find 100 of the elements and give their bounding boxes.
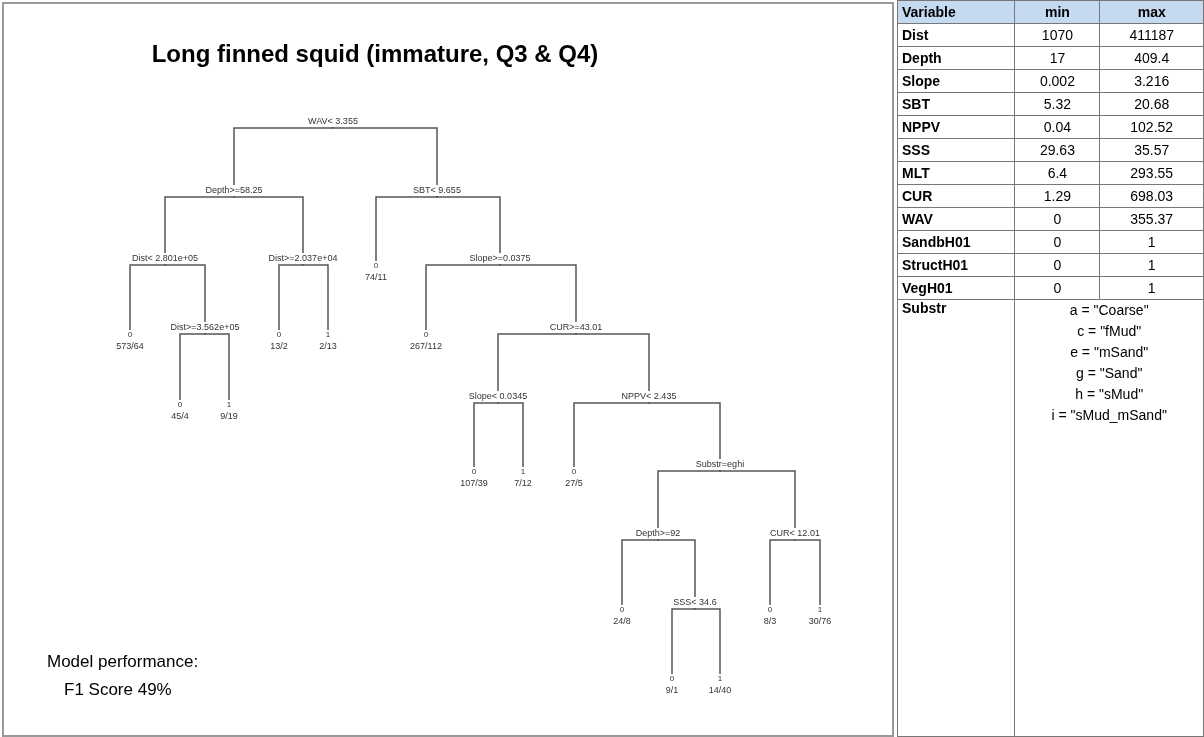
table-cell: 0 <box>1014 207 1100 231</box>
tree-branch <box>575 332 650 392</box>
header-cell: max <box>1099 0 1204 24</box>
table-cell: 1070 <box>1014 23 1100 47</box>
leaf-count: 7/12 <box>514 477 532 489</box>
leaf-count: 107/39 <box>460 477 488 489</box>
table-cell: Slope <box>897 69 1015 93</box>
table-cell: StructH01 <box>897 253 1015 277</box>
tree-branch <box>657 469 721 529</box>
tree-branch <box>769 538 796 606</box>
code-definition: c = "fMud" <box>1077 322 1142 341</box>
table-cell: 6.4 <box>1014 161 1100 185</box>
code-definition: g = "Sand" <box>1076 364 1143 383</box>
tree-branch <box>499 263 577 323</box>
split-label: Dist>=2.037e+04 <box>268 253 338 264</box>
tree-branch <box>497 332 577 392</box>
table-cell: 1.29 <box>1014 184 1100 208</box>
tree-branch <box>233 195 304 254</box>
tree-branch <box>497 401 524 468</box>
split-label: Depth>=58.25 <box>205 185 263 196</box>
leaf-count: 8/3 <box>763 615 777 627</box>
tree-branch <box>671 607 696 675</box>
leaf-count: 24/8 <box>613 615 631 627</box>
split-label: WAV< 3.355 <box>308 116 358 127</box>
table-cell: 698.03 <box>1099 184 1204 208</box>
split-label: Slope< 0.0345 <box>468 391 528 402</box>
header-cell: Variable <box>897 0 1015 24</box>
class-label: 0 <box>373 261 379 271</box>
table-cell: Depth <box>897 46 1015 70</box>
leaf-count: 74/11 <box>365 271 387 283</box>
tree-branch <box>375 195 438 262</box>
tree-branch <box>573 401 650 468</box>
table-cell: SSS <box>897 138 1015 162</box>
leaf-count: 267/112 <box>410 340 442 352</box>
class-label: 0 <box>276 330 282 340</box>
leaf-count: 9/1 <box>665 684 679 696</box>
table-cell: 20.68 <box>1099 92 1204 116</box>
table-cell: 293.55 <box>1099 161 1204 185</box>
leaf-count: 45/4 <box>171 410 189 422</box>
table-cell: 29.63 <box>1014 138 1100 162</box>
class-label: 0 <box>127 330 133 340</box>
table-cell: VegH01 <box>897 276 1015 300</box>
table-cell: 17 <box>1014 46 1100 70</box>
tree-branch <box>129 263 166 331</box>
class-label: 1 <box>325 330 331 340</box>
tree-branch <box>332 126 438 186</box>
tree-branch <box>473 401 499 468</box>
split-label: Dist>=3.562e+05 <box>170 322 240 333</box>
split-label: Dist< 2.801e+05 <box>131 253 199 264</box>
table-cell: 409.4 <box>1099 46 1204 70</box>
leaf-count: 2/13 <box>319 340 337 352</box>
table-cell: NPPV <box>897 115 1015 139</box>
class-label: 1 <box>817 605 823 615</box>
tree-branch <box>204 332 230 401</box>
class-label: 1 <box>226 400 232 410</box>
table-cell: SandbH01 <box>897 230 1015 254</box>
tree-branch <box>425 263 501 331</box>
table-cell: 35.57 <box>1099 138 1204 162</box>
table-cell: Substr <box>897 299 1015 737</box>
table-cell: 5.32 <box>1014 92 1100 116</box>
tree-branch <box>657 538 696 598</box>
leaf-count: 14/40 <box>708 684 732 696</box>
class-label: 0 <box>767 605 773 615</box>
tree-branch <box>233 126 334 186</box>
table-cell: WAV <box>897 207 1015 231</box>
split-label: SSS< 34.6 <box>673 597 717 608</box>
table-cell: CUR <box>897 184 1015 208</box>
table-cell: 1 <box>1099 276 1204 300</box>
code-definition: i = "sMud_mSand" <box>1051 406 1167 425</box>
tree-branch <box>648 401 721 460</box>
split-label: CUR< 12.01 <box>770 528 820 539</box>
leaf-count: 9/19 <box>220 410 238 422</box>
code-definition: h = "sMud" <box>1075 385 1144 404</box>
split-label: Slope>=0.0375 <box>469 253 531 264</box>
tree-branch <box>719 469 796 529</box>
performance-note: F1 Score 49% <box>64 680 172 700</box>
tree-branch <box>794 538 821 606</box>
table-cell: 3.216 <box>1099 69 1204 93</box>
code-definition: a = "Coarse" <box>1069 301 1149 320</box>
class-label: 1 <box>520 467 526 477</box>
split-label: Depth>=92 <box>635 528 681 539</box>
tree-branch <box>694 607 721 675</box>
table-cell: MLT <box>897 161 1015 185</box>
table-cell: 0 <box>1014 276 1100 300</box>
class-label: 1 <box>717 674 723 684</box>
class-label: 0 <box>669 674 675 684</box>
table-cell: 411187 <box>1099 23 1204 47</box>
table-cell: 1 <box>1099 230 1204 254</box>
tree-branch <box>302 263 329 331</box>
split-label: SBT< 9.655 <box>413 185 461 196</box>
tree-branch <box>436 195 501 254</box>
table-cell: Dist <box>897 23 1015 47</box>
table-cell: 1 <box>1099 253 1204 277</box>
tree-branch <box>621 538 659 606</box>
leaf-count: 30/76 <box>808 615 832 627</box>
class-label: 0 <box>177 400 183 410</box>
class-label: 0 <box>619 605 625 615</box>
class-label: 0 <box>571 467 577 477</box>
leaf-count: 13/2 <box>270 340 288 352</box>
split-label: CUR>=43.01 <box>549 322 603 333</box>
